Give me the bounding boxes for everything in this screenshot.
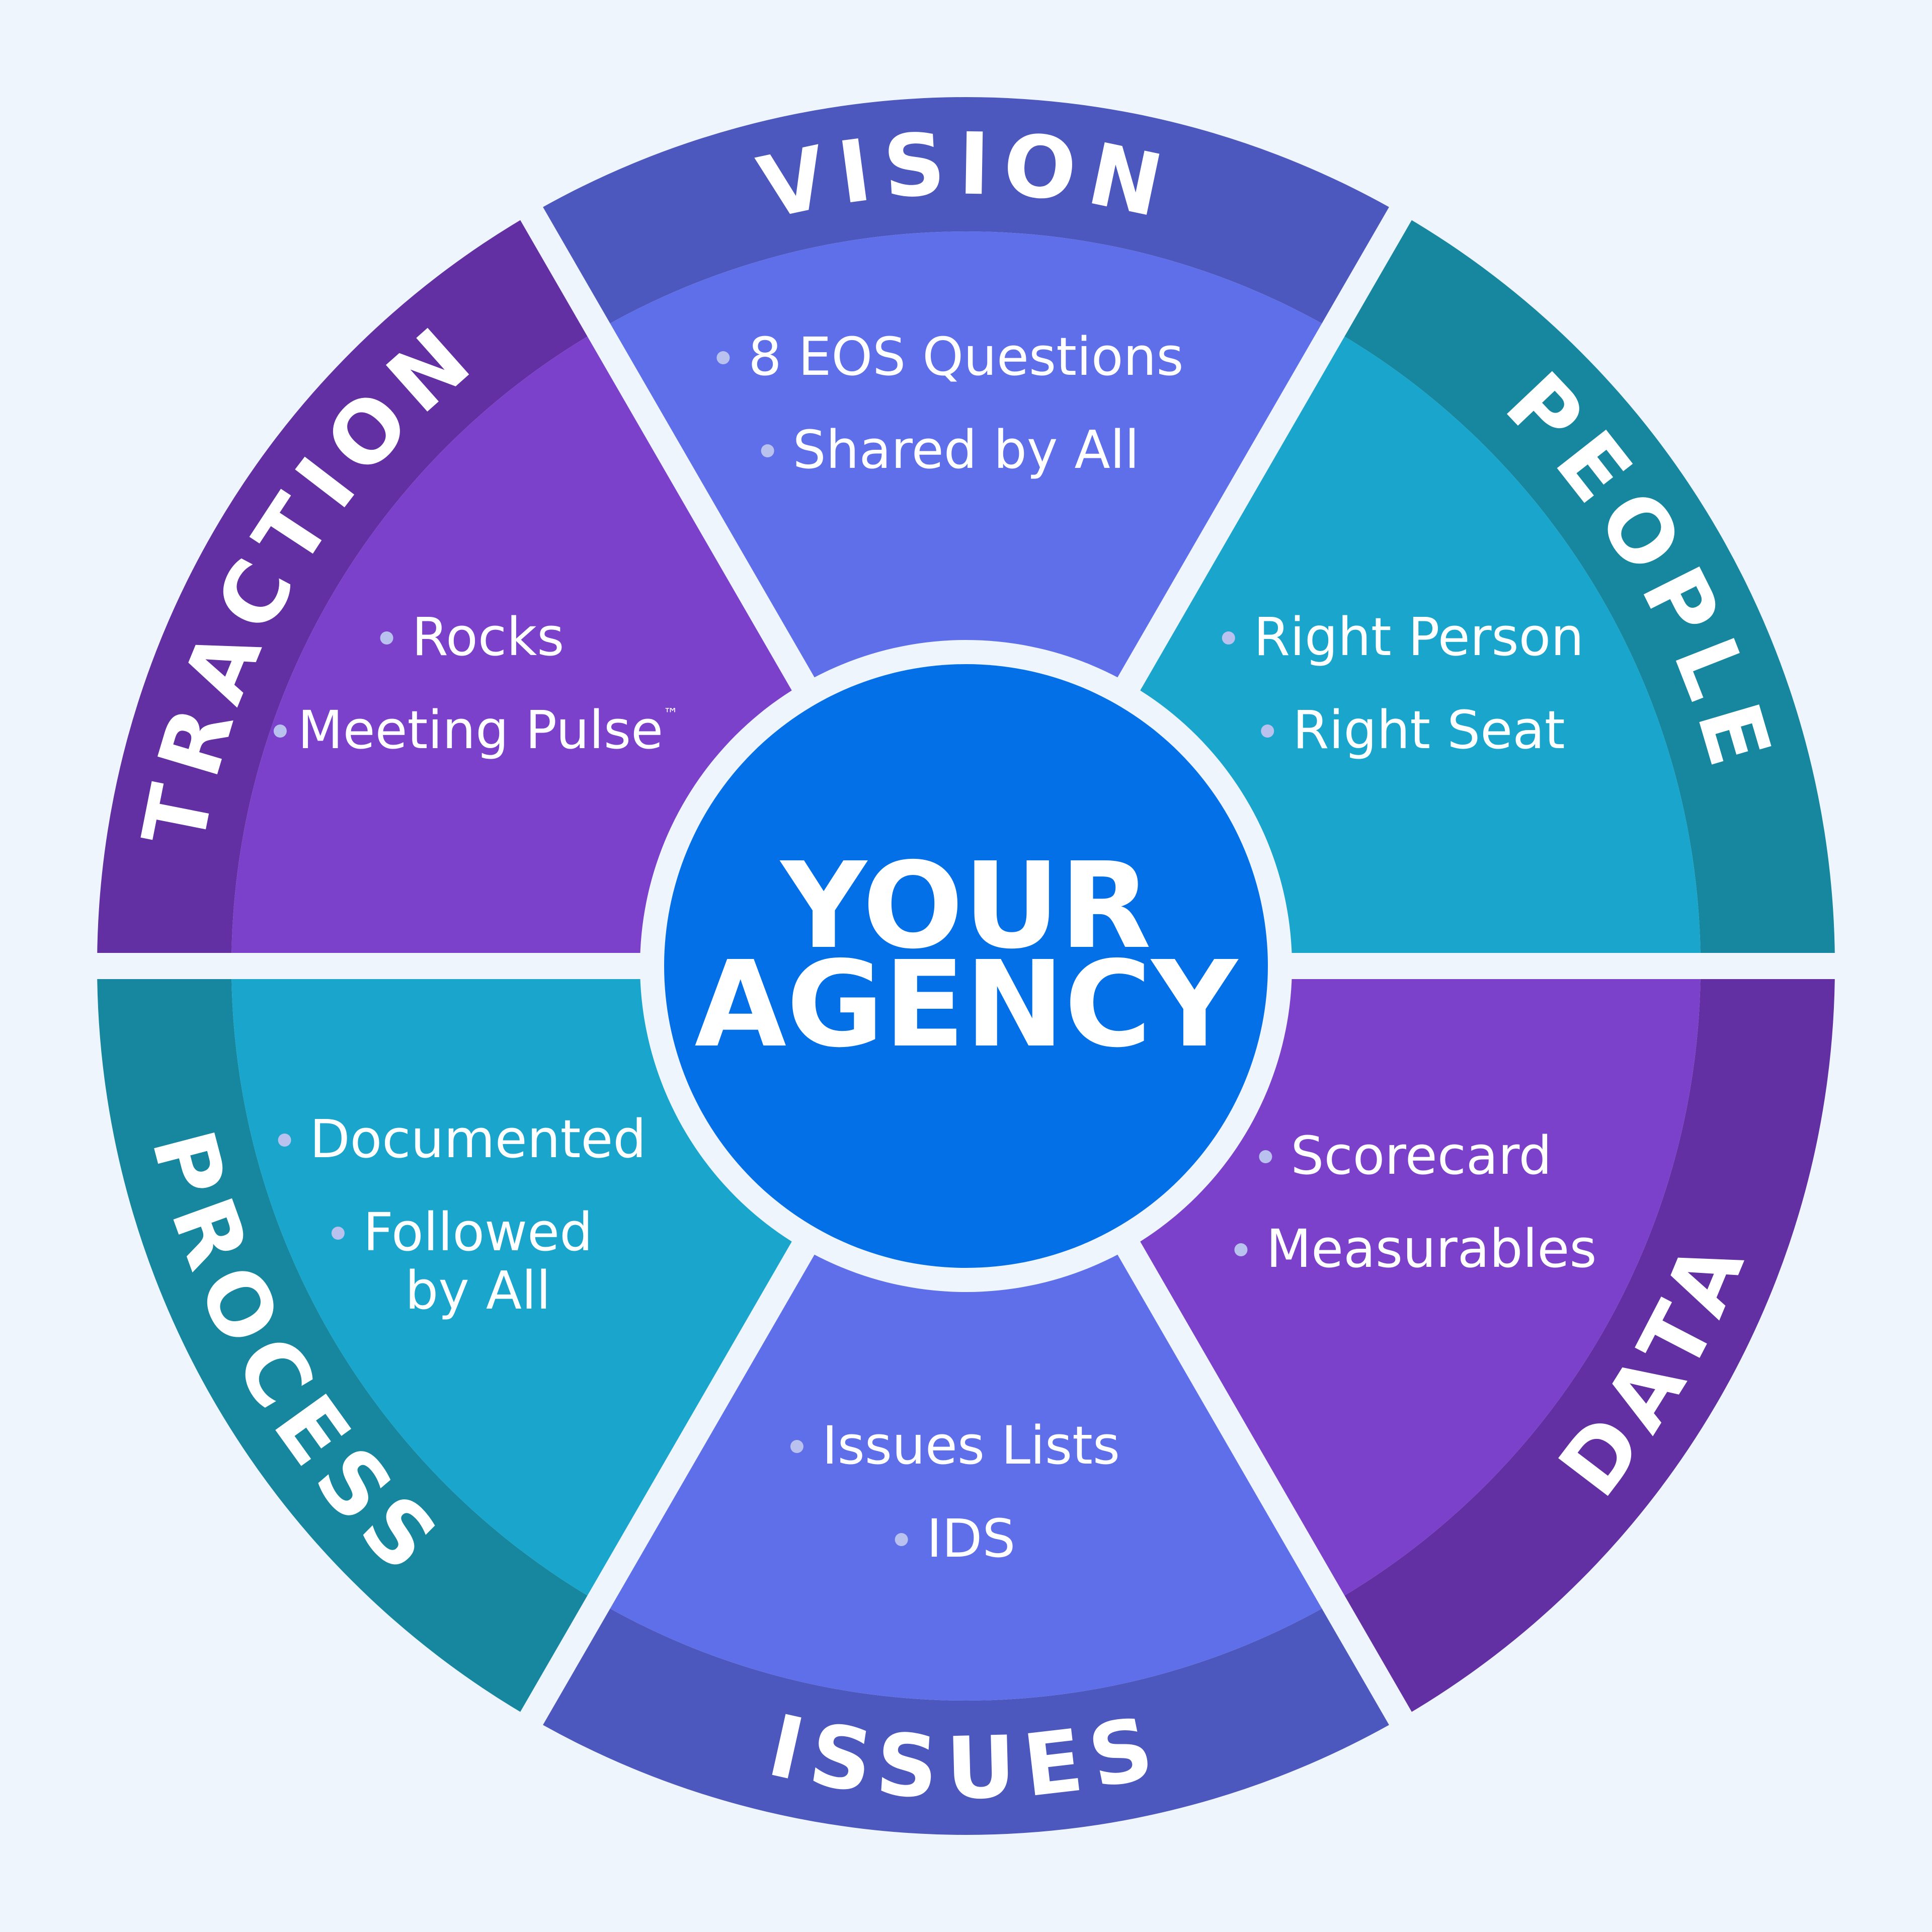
bullet-dot-data-2: [1234, 1243, 1248, 1256]
bullet-dot-traction-2: [273, 725, 287, 738]
bullet-dot-data-1: [1259, 1150, 1272, 1163]
bullet-dot-people-1: [1222, 631, 1235, 645]
bullet-dot-people-2: [1261, 725, 1274, 738]
bullet-traction-2: Meeting Pulse™: [298, 699, 678, 761]
segment-vision-band: [531, 97, 1401, 330]
bullet-traction-1: Rocks: [412, 606, 565, 668]
segment-data-band: [1333, 966, 1835, 1719]
bullet-issues-1: Issues Lists: [822, 1415, 1120, 1476]
bullet-dot-traction-1: [380, 631, 393, 645]
center-hub-circle: [664, 664, 1268, 1268]
segment-issues-content: [599, 966, 1333, 1701]
segment-issues-band: [531, 1602, 1401, 1835]
bullet-dot-process-1: [278, 1134, 291, 1147]
bullet-data-1: Scorecard: [1291, 1125, 1552, 1186]
center-title-line1: YOUR: [779, 837, 1151, 975]
center-title-line2: AGENCY: [694, 935, 1239, 1074]
bullet-vision-1: 8 EOS Questions: [748, 326, 1183, 387]
bullet-issues-2: IDS: [927, 1508, 1016, 1569]
bullet-dot-vision-2: [761, 444, 774, 457]
bullet-process-1: Documented: [310, 1108, 647, 1170]
bullet-people-2: Right Seat: [1293, 699, 1565, 761]
segment-vision-content: [599, 231, 1333, 966]
bullet-dot-issues-2: [895, 1533, 908, 1546]
segment-process-band: [97, 966, 599, 1719]
center-hub: YOUR AGENCY: [640, 640, 1292, 1292]
bullet-dot-vision-1: [716, 351, 730, 364]
bullet-people-1: Right Person: [1254, 606, 1584, 668]
bullet-dot-issues-1: [790, 1440, 803, 1453]
bullet-vision-2: Shared by All: [793, 419, 1140, 480]
bullet-data-2: Measurables: [1266, 1218, 1596, 1279]
bullet-dot-process-2: [331, 1227, 345, 1240]
segment-traction-band: [97, 213, 599, 966]
segment-people-band: [1333, 213, 1835, 966]
